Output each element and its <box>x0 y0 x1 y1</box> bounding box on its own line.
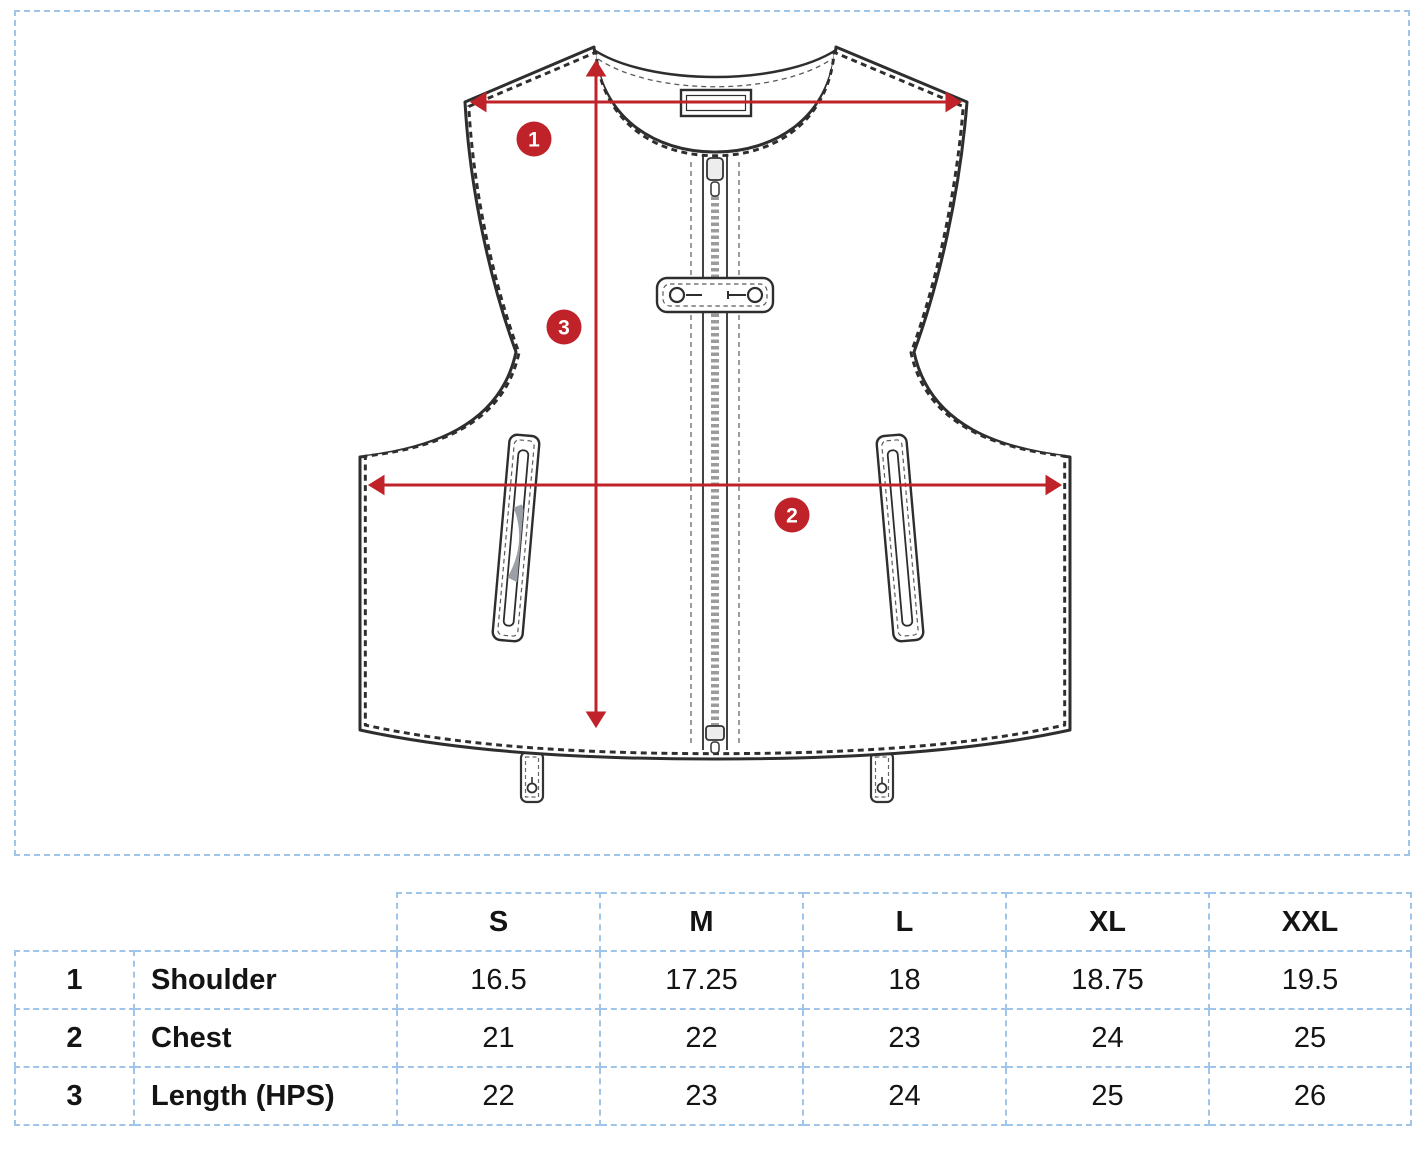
size-column-header-xl: XL <box>1005 892 1210 952</box>
size-column-header-s: S <box>396 892 601 952</box>
size-column-header-l: L <box>802 892 1007 952</box>
measure-value-cell: 25 <box>1208 1008 1412 1068</box>
blank-header-cell <box>15 893 134 951</box>
measure-value-cell: 22 <box>396 1066 601 1126</box>
measure-number-cell: 3 <box>14 1066 135 1126</box>
zip-pull-icon <box>526 782 538 794</box>
measure-badge-1: 1 <box>516 121 552 157</box>
center-zipper <box>690 155 740 754</box>
vest-diagram-panel: 1 3 2 <box>14 10 1410 856</box>
measure-badge-3: 3 <box>546 309 582 345</box>
size-header-row: S M L XL XXL <box>15 892 1412 952</box>
zipper-slider-icon <box>706 157 724 181</box>
grommet-icon <box>668 286 686 304</box>
measure-arrows <box>367 59 1063 729</box>
measure-number-cell: 1 <box>14 950 135 1010</box>
size-row-length-hps: 3 Length (HPS) 22 23 24 25 26 <box>14 1066 1412 1126</box>
measure-value-cell: 23 <box>802 1008 1007 1068</box>
back-neck-stitching <box>597 58 833 88</box>
measure-label-cell: Length (HPS) <box>133 1066 398 1126</box>
size-row-chest: 2 Chest 21 22 23 24 25 <box>14 1008 1412 1068</box>
zipper-bottom-stop <box>705 725 725 741</box>
vest-technical-drawing: 1 3 2 <box>358 45 1072 804</box>
grommet-icon <box>746 286 764 304</box>
measure-value-cell: 22 <box>599 1008 804 1068</box>
measure-value-cell: 18.75 <box>1005 950 1210 1010</box>
size-column-header-xxl: XXL <box>1208 892 1412 952</box>
measure-value-cell: 26 <box>1208 1066 1412 1126</box>
blank-header-cell <box>134 893 397 951</box>
size-chart-table: S M L XL XXL 1 Shoulder 16.5 17.25 18 18… <box>14 892 1412 1126</box>
measure-value-cell: 25 <box>1005 1066 1210 1126</box>
measure-value-cell: 18 <box>802 950 1007 1010</box>
size-column-header-m: M <box>599 892 804 952</box>
badge-number: 2 <box>786 505 798 528</box>
measure-value-cell: 17.25 <box>599 950 804 1010</box>
zip-pull-icon <box>876 782 888 794</box>
measure-value-cell: 24 <box>802 1066 1007 1126</box>
measure-value-cell: 23 <box>599 1066 804 1126</box>
badge-number: 3 <box>558 317 570 340</box>
hem-tab-left <box>519 750 545 804</box>
size-row-shoulder: 1 Shoulder 16.5 17.25 18 18.75 19.5 <box>14 950 1412 1010</box>
measure-label-cell: Shoulder <box>133 950 398 1010</box>
measure-badge-2: 2 <box>774 497 810 533</box>
badge-number: 1 <box>528 129 540 152</box>
measure-value-cell: 19.5 <box>1208 950 1412 1010</box>
measure-value-cell: 21 <box>396 1008 601 1068</box>
measure-value-cell: 24 <box>1005 1008 1210 1068</box>
chest-tab <box>655 276 775 314</box>
measure-value-cell: 16.5 <box>396 950 601 1010</box>
hem-tab-right <box>869 750 895 804</box>
back-neck-seam <box>593 48 837 79</box>
measure-number-cell: 2 <box>14 1008 135 1068</box>
measure-label-cell: Chest <box>133 1008 398 1068</box>
